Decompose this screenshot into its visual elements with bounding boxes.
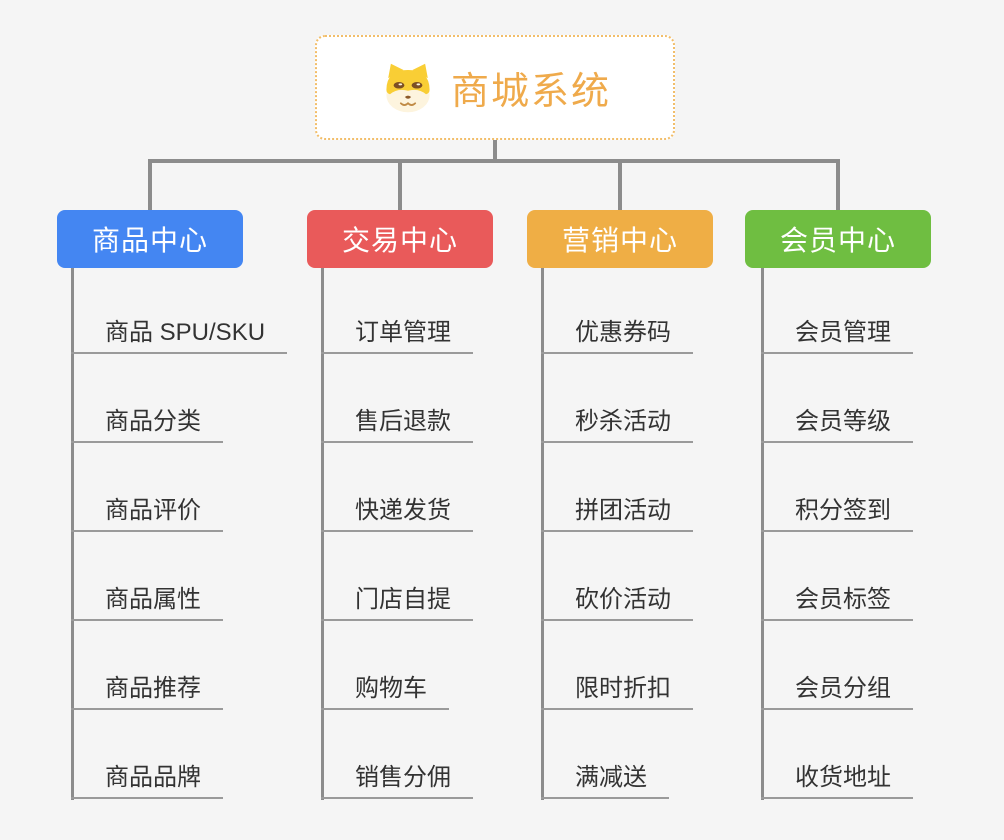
root-node-mall-system[interactable]: 商城系统 bbox=[315, 35, 675, 140]
leaf-node[interactable]: 满减送 bbox=[541, 710, 669, 799]
leaf-node[interactable]: 限时折扣 bbox=[541, 621, 693, 710]
leaf-node[interactable]: 拼团活动 bbox=[541, 443, 693, 532]
connector-root-stem bbox=[493, 140, 497, 161]
connector-bus bbox=[148, 159, 840, 163]
trunk-line-member bbox=[761, 268, 764, 800]
connector-drop-trade bbox=[398, 159, 402, 210]
branch-node-product-center[interactable]: 商品中心 bbox=[57, 210, 243, 268]
leaf-node[interactable]: 秒杀活动 bbox=[541, 354, 693, 443]
leaf-node[interactable]: 订单管理 bbox=[321, 265, 473, 354]
leaf-node[interactable]: 砍价活动 bbox=[541, 532, 693, 621]
trunk-line-trade bbox=[321, 268, 324, 800]
leaf-list-member: 会员管理 会员等级 积分签到 会员标签 会员分组 收货地址 bbox=[761, 265, 913, 799]
leaf-node[interactable]: 会员标签 bbox=[761, 532, 913, 621]
leaf-node[interactable]: 会员分组 bbox=[761, 621, 913, 710]
leaf-list-marketing: 优惠券码 秒杀活动 拼团活动 砍价活动 限时折扣 满减送 bbox=[541, 265, 693, 799]
connector-drop-product bbox=[148, 159, 152, 210]
trunk-line-marketing bbox=[541, 268, 544, 800]
branch-node-trade-center[interactable]: 交易中心 bbox=[307, 210, 493, 268]
leaf-node[interactable]: 会员等级 bbox=[761, 354, 913, 443]
leaf-node[interactable]: 门店自提 bbox=[321, 532, 473, 621]
leaf-node[interactable]: 商品评价 bbox=[71, 443, 223, 532]
leaf-node[interactable]: 售后退款 bbox=[321, 354, 473, 443]
leaf-node[interactable]: 商品 SPU/SKU bbox=[71, 265, 288, 354]
connector-drop-member bbox=[836, 159, 840, 210]
leaf-node[interactable]: 会员管理 bbox=[761, 265, 913, 354]
leaf-node[interactable]: 商品推荐 bbox=[71, 621, 223, 710]
leaf-node[interactable]: 优惠券码 bbox=[541, 265, 693, 354]
leaf-node[interactable]: 购物车 bbox=[321, 621, 449, 710]
leaf-node[interactable]: 积分签到 bbox=[761, 443, 913, 532]
root-title: 商城系统 bbox=[450, 71, 611, 113]
leaf-node[interactable]: 商品品牌 bbox=[71, 710, 223, 799]
leaf-node[interactable]: 快递发货 bbox=[321, 443, 473, 532]
branch-node-member-center[interactable]: 会员中心 bbox=[745, 210, 931, 268]
connector-drop-marketing bbox=[618, 159, 622, 210]
leaf-node[interactable]: 商品分类 bbox=[71, 354, 223, 443]
leaf-list-product: 商品 SPU/SKU 商品分类 商品评价 商品属性 商品推荐 商品品牌 bbox=[71, 265, 288, 799]
dog-face-icon bbox=[386, 63, 430, 112]
trunk-line-product bbox=[71, 268, 74, 800]
leaf-node[interactable]: 销售分佣 bbox=[321, 710, 473, 799]
branch-node-marketing-center[interactable]: 营销中心 bbox=[527, 210, 713, 268]
leaf-node[interactable]: 商品属性 bbox=[71, 532, 223, 621]
leaf-node[interactable]: 收货地址 bbox=[761, 710, 913, 799]
leaf-list-trade: 订单管理 售后退款 快递发货 门店自提 购物车 销售分佣 bbox=[321, 265, 473, 799]
